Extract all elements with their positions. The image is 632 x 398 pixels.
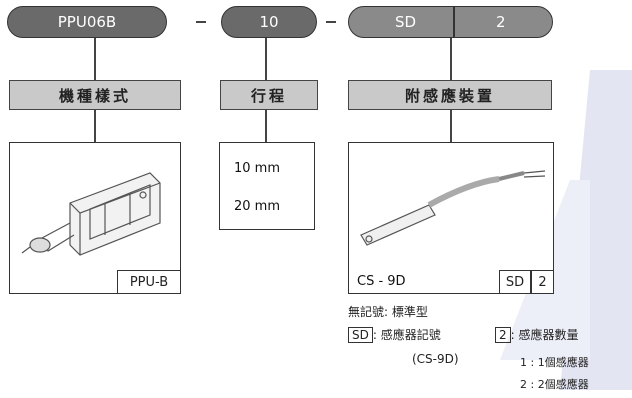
sensor-panel: CS - 9D SD 2: [348, 142, 554, 294]
sensor-header: 附感應裝置: [348, 80, 552, 110]
sensor-tag-qty: 2: [531, 270, 554, 294]
no-mark-note: 無記號: 標準型: [348, 305, 428, 319]
sd-note: SD: 感應器記號: [348, 326, 441, 343]
sensor-code-divider: [453, 6, 455, 37]
sensor-code: SD: [395, 13, 417, 31]
qty-key: 2: [495, 327, 511, 343]
sd-model-note: (CS-9D): [412, 352, 459, 366]
stroke-option-20: 20 mm: [234, 199, 281, 214]
connector: [265, 38, 267, 80]
stroke-panel: 10 mm 20 mm: [219, 142, 315, 230]
code-separator: [196, 21, 206, 23]
stroke-code: 10: [259, 13, 279, 31]
connector: [94, 110, 96, 142]
model-label: PPU-B: [117, 270, 181, 294]
qty-option-1: 1 : 1個感應器: [520, 356, 589, 369]
sensor-code-pill: SD 2: [348, 6, 553, 38]
connector: [94, 38, 96, 80]
stroke-option-10: 10 mm: [234, 161, 281, 176]
qty-option-2: 2 : 2個感應器: [520, 378, 589, 391]
connector: [450, 110, 452, 142]
series-code: PPU06B: [57, 13, 117, 31]
sd-note-text: : 感應器記號: [372, 328, 441, 342]
sensor-qty-code: 2: [496, 13, 506, 31]
sensor-tag-code: SD: [499, 270, 531, 294]
model-panel: PPU-B: [9, 142, 181, 294]
stroke-header: 行程: [220, 80, 318, 110]
model-header: 機種樣式: [9, 80, 181, 110]
sensor-illustration: [360, 170, 546, 246]
qty-note-text: : 感應器數量: [510, 328, 579, 342]
connector: [265, 110, 267, 142]
actuator-illustration: [21, 172, 161, 256]
code-separator: [326, 21, 336, 23]
stroke-code-pill: 10: [221, 6, 317, 38]
connector: [450, 38, 452, 80]
sensor-label: CS - 9D: [357, 274, 406, 289]
series-code-pill: PPU06B: [7, 6, 167, 38]
sd-key: SD: [348, 327, 373, 343]
qty-note: 2: 感應器數量: [495, 326, 579, 343]
